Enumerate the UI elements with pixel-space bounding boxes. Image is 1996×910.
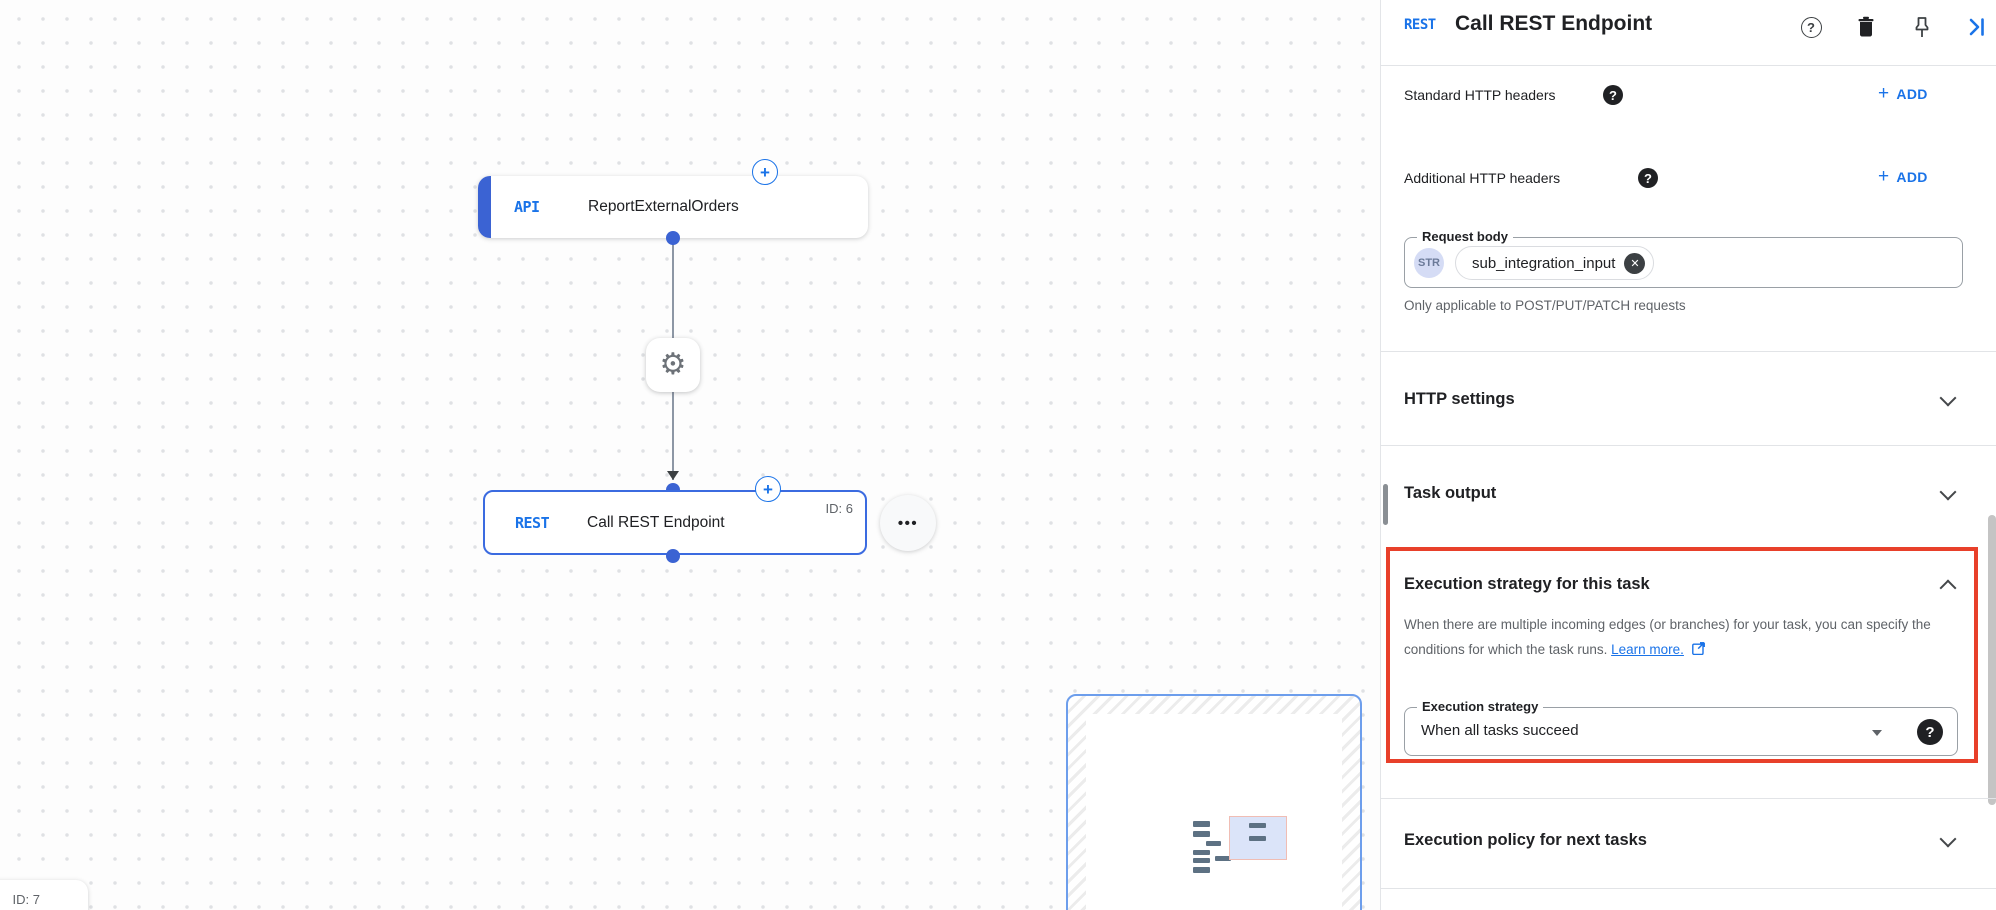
- more-options-icon: •••: [897, 514, 919, 532]
- minimap-node-bar: [1193, 831, 1210, 837]
- minimap-node-bar: [1249, 823, 1266, 828]
- gear-icon: ⚙: [659, 347, 687, 382]
- standard-http-headers-label: Standard HTTP headers: [1404, 87, 1556, 103]
- request-body-label: Request body: [1417, 229, 1513, 244]
- divider: [1380, 351, 1996, 352]
- divider: [1380, 65, 1996, 66]
- add-task-button[interactable]: +: [755, 476, 781, 502]
- partial-node[interactable]: ID: 7: [0, 880, 88, 910]
- panel-title: Call REST Endpoint: [1455, 12, 1653, 35]
- plus-icon: +: [1878, 166, 1890, 187]
- dropdown-caret-icon[interactable]: [1872, 730, 1882, 736]
- additional-http-headers-label: Additional HTTP headers: [1404, 170, 1561, 186]
- rest-badge: REST: [1404, 17, 1436, 33]
- help-icon: ?: [1917, 719, 1943, 745]
- minimap-inner: [1086, 714, 1342, 910]
- task-config-panel: [1380, 0, 1996, 910]
- divider: [1380, 888, 1996, 889]
- pin-panel-button[interactable]: [1909, 14, 1935, 40]
- output-port[interactable]: [666, 549, 680, 563]
- node-title: Call REST Endpoint: [587, 513, 725, 531]
- minimap-node-bar: [1249, 836, 1266, 841]
- execution-strategy-value: When all tasks succeed: [1421, 722, 1579, 739]
- request-body-helper: Only applicable to POST/PUT/PATCH reques…: [1404, 298, 1686, 313]
- node-call-rest-endpoint[interactable]: REST Call REST Endpoint ID: 6: [483, 490, 867, 555]
- help-icon: ?: [1800, 16, 1822, 38]
- rest-badge: REST: [515, 513, 550, 532]
- divider: [1380, 445, 1996, 446]
- more-options-button[interactable]: •••: [880, 495, 936, 551]
- help-icon: ?: [1638, 168, 1658, 188]
- add-task-button[interactable]: +: [752, 159, 778, 185]
- request-body-field[interactable]: Request body STR sub_integration_input ✕: [1404, 229, 1963, 288]
- edge-arrowhead-icon: [667, 471, 679, 480]
- plus-icon: +: [1878, 83, 1890, 104]
- scrollbar-thumb[interactable]: [1383, 484, 1388, 525]
- scrollbar-thumb[interactable]: [1988, 515, 1996, 805]
- node-id-label: ID: 6: [825, 501, 853, 516]
- pin-icon: [1915, 17, 1929, 37]
- standard-headers-help-button[interactable]: ?: [1603, 85, 1623, 105]
- output-port[interactable]: [666, 231, 680, 245]
- help-icon: ?: [1603, 85, 1623, 105]
- http-settings-heading: HTTP settings: [1404, 390, 1515, 408]
- execution-strategy-description: When there are multiple incoming edges (…: [1404, 617, 1931, 657]
- minimap-node-bar: [1215, 856, 1231, 861]
- execution-strategy-help-button[interactable]: ?: [1917, 719, 1943, 745]
- remove-variable-button[interactable]: ✕: [1624, 252, 1646, 274]
- minimap-node-bar: [1206, 841, 1221, 846]
- node-id-label: ID: 7: [12, 892, 40, 907]
- api-badge: API: [514, 198, 540, 216]
- collapse-right-icon: [1969, 18, 1984, 36]
- variable-chip[interactable]: sub_integration_input ✕: [1455, 246, 1655, 280]
- minimap[interactable]: [1066, 694, 1362, 910]
- execution-strategy-select[interactable]: Execution strategy When all tasks succee…: [1404, 699, 1958, 756]
- add-additional-header-button[interactable]: + ADD: [1878, 166, 1928, 187]
- task-output-heading: Task output: [1404, 484, 1497, 502]
- minimap-node-bar: [1193, 821, 1210, 827]
- string-type-badge: STR: [1414, 248, 1444, 278]
- trash-icon: [1858, 16, 1874, 37]
- minimap-node-bar: [1193, 867, 1210, 873]
- execution-strategy-label: Execution strategy: [1417, 699, 1544, 714]
- execution-strategy-heading: Execution strategy for this task: [1404, 575, 1650, 593]
- workflow-canvas[interactable]: API ReportExternalOrders + ⚙ REST Call R…: [0, 0, 1380, 910]
- close-icon: ✕: [1630, 257, 1640, 270]
- edge-config-button[interactable]: ⚙: [646, 338, 700, 392]
- help-button[interactable]: ?: [1798, 14, 1824, 40]
- collapse-panel-button[interactable]: [1963, 14, 1989, 40]
- delete-task-button[interactable]: [1853, 14, 1879, 40]
- minimap-node-bar: [1193, 858, 1210, 863]
- node-title: ReportExternalOrders: [588, 198, 739, 215]
- node-accent-bar: [478, 176, 491, 238]
- divider: [1380, 798, 1996, 799]
- additional-headers-help-button[interactable]: ?: [1638, 168, 1658, 188]
- execution-policy-heading: Execution policy for next tasks: [1404, 831, 1647, 849]
- add-standard-header-button[interactable]: + ADD: [1878, 83, 1928, 104]
- node-report-external-orders[interactable]: API ReportExternalOrders: [478, 176, 868, 238]
- external-link-icon: [1691, 642, 1705, 655]
- learn-more-link[interactable]: Learn more.: [1611, 642, 1684, 657]
- minimap-viewport-rect[interactable]: [1229, 816, 1287, 860]
- highlight-annotation: [1386, 547, 1978, 763]
- minimap-node-bar: [1193, 850, 1210, 855]
